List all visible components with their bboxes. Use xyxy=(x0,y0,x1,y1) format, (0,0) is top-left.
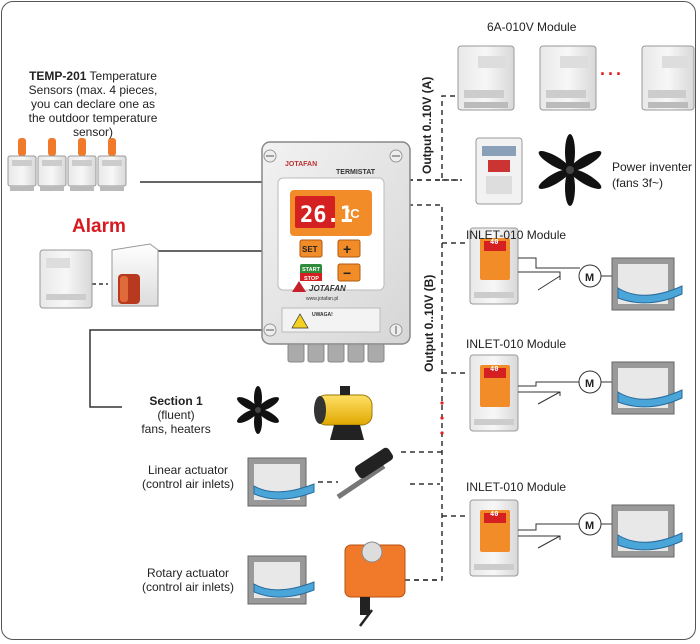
air-inlet-right-2 xyxy=(611,361,683,415)
temp-sensor-desc-4: the outdoor temperature xyxy=(28,111,158,125)
start-button-label: START xyxy=(302,267,321,273)
ellipsis-red-dots xyxy=(440,401,444,435)
inlet-module-1 xyxy=(469,227,519,305)
power-inverter-sublabel: (fans 3f~) xyxy=(612,176,664,190)
inverter xyxy=(475,137,523,205)
fan-section1 xyxy=(237,386,279,434)
section1-title: Section 1 xyxy=(149,394,203,408)
motor-label-1: M xyxy=(585,272,594,284)
air-inlet-right-1 xyxy=(611,257,683,311)
alarm-label: Alarm xyxy=(72,216,126,237)
temp-sensor-description: TEMP-201 Temperature Sensors (max. 4 pie… xyxy=(8,69,178,139)
inlet-module-1-label: INLET-010 Module xyxy=(466,228,567,242)
controller-display-value: 26.1 xyxy=(300,203,353,228)
inlet-module-3 xyxy=(469,499,519,577)
linear-actuator-sub: (control air inlets) xyxy=(141,477,235,491)
output-a-label: Output 0..10V (A) xyxy=(420,76,434,174)
module-6a-ellipsis: ... xyxy=(600,59,625,79)
output-b-label: Output 0..10V (B) xyxy=(422,274,436,372)
rotary-actuator-device xyxy=(344,541,406,627)
rotary-actuator-title: Rotary actuator xyxy=(146,566,230,580)
controller-url: www.jotafan.pl xyxy=(306,296,338,302)
module-6a-group xyxy=(457,45,695,111)
controller-display-unit: °C xyxy=(345,206,360,221)
controller-brand-mark: JOTAFAN xyxy=(285,161,317,168)
section1-sub-1: (fluent) xyxy=(157,408,195,422)
inlet-module-2-display: 40 xyxy=(490,365,498,373)
air-inlet-linear xyxy=(247,457,315,507)
minus-button-label: − xyxy=(343,265,351,281)
stop-button-label: STOP xyxy=(304,276,319,282)
power-inverter-label: Power inventer xyxy=(612,160,693,174)
plus-button-label: + xyxy=(343,241,351,257)
inlet-module-1-display: 40 xyxy=(490,238,498,246)
linear-actuator-title: Linear actuator xyxy=(147,463,229,477)
section1-sub-2: fans, heaters xyxy=(141,422,211,436)
siren xyxy=(111,243,159,307)
linear-actuator-device xyxy=(336,447,394,500)
connection-lines xyxy=(89,181,262,408)
motor-label-3: M xyxy=(585,520,594,532)
controller-warning-title: UWAGA! xyxy=(312,312,333,318)
temp-sensor-desc-3: you can declare one as xyxy=(30,97,156,111)
output-dashed-lines xyxy=(318,95,466,581)
inlet-module-3-display: 40 xyxy=(490,510,498,518)
heater xyxy=(314,386,373,440)
air-inlet-right-3 xyxy=(611,504,683,558)
fan-inverter xyxy=(538,134,602,206)
inlet-module-3-label: INLET-010 Module xyxy=(466,480,567,494)
set-button-label: SET xyxy=(302,245,318,254)
inlet-schematics xyxy=(518,257,612,549)
module-6a-label: 6A-010V Module xyxy=(487,20,577,34)
temp-sensor-desc-5: sensor) xyxy=(72,125,113,139)
linear-actuator-label-block: Linear actuator (control air inlets) xyxy=(128,463,248,491)
rotary-actuator-sub: (control air inlets) xyxy=(141,580,235,594)
temp-sensor-desc-2: Sensors (max. 4 pieces, xyxy=(28,83,158,97)
temp-sensor-name: TEMP-201 xyxy=(29,69,87,83)
inlet-module-2 xyxy=(469,354,519,432)
inlet-module-2-label: INLET-010 Module xyxy=(466,337,567,351)
motor-label-2: M xyxy=(585,378,594,390)
controller-logo: JOTAFAN xyxy=(309,284,346,293)
temp-sensor-desc-1: Temperature xyxy=(86,69,157,83)
alarm-module xyxy=(39,249,93,309)
rotary-actuator-label-block: Rotary actuator (control air inlets) xyxy=(128,566,248,594)
section1-link-line xyxy=(89,329,262,408)
section1-label-block: Section 1 (fluent) fans, heaters xyxy=(128,394,224,436)
temp-sensors xyxy=(7,138,127,191)
controller-device xyxy=(261,141,411,363)
air-inlet-rotary xyxy=(247,555,315,605)
controller-title: TERMISTAT xyxy=(336,169,376,176)
